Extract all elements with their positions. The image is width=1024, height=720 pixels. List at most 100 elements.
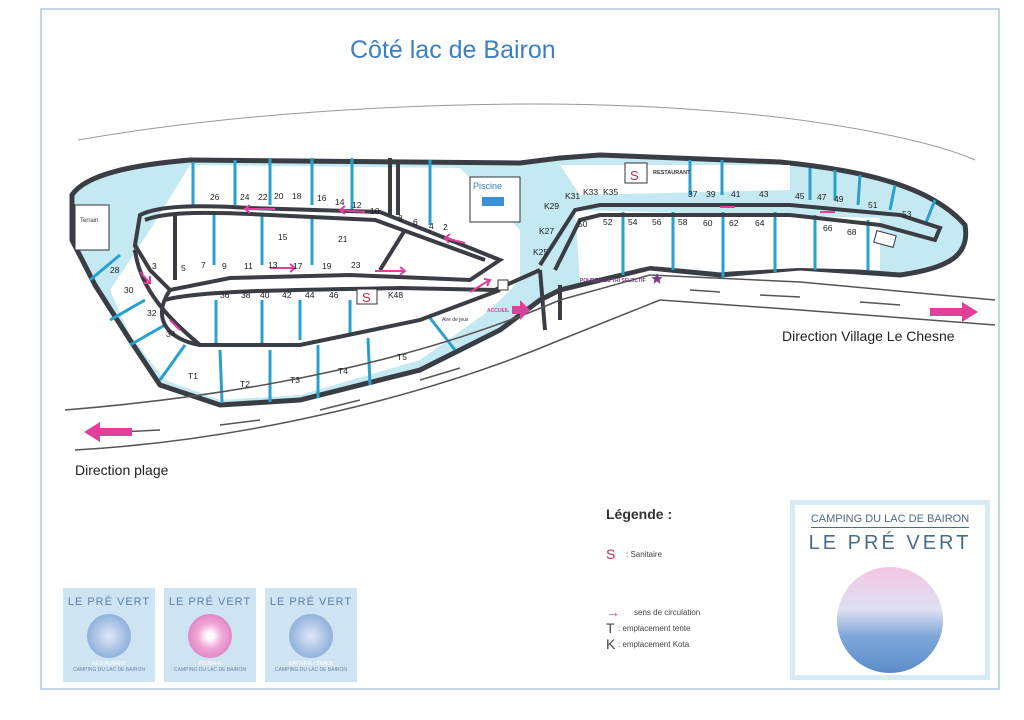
plot-label-18: 18 (292, 191, 302, 201)
badge-footer: CAMPING DU LAC DE BAIRON (275, 667, 347, 673)
pool-icon (482, 197, 504, 206)
poubelles-label: POUBELLES TRI SELECTIF (580, 278, 646, 284)
plot-label-32: 32 (147, 308, 157, 318)
terrain-label: Terrain (80, 218, 98, 224)
legend-key: T (606, 620, 615, 636)
plot-label-3: 3 (152, 261, 157, 271)
direction-plage-label: Direction plage (75, 462, 169, 478)
badge-footer: CAMPING DU LAC DE BAIRON (73, 667, 145, 673)
circulation-arrows (139, 204, 835, 331)
plot-label-39: 39 (706, 189, 716, 199)
plot-label-9: 9 (222, 261, 227, 271)
plot-label-t2: T2 (240, 379, 250, 389)
plot-label-2: 2 (443, 222, 448, 232)
sanitaire-symbol: S (362, 290, 371, 305)
camping-logo: CAMPING DU LAC DE BAIRON LE PRÉ VERT (790, 500, 990, 680)
badge-pizzeria: LE PRÉ VERT PIZZERIA CAMPING DU LAC DE B… (164, 588, 256, 682)
landscape-icon (289, 614, 333, 658)
plot-label-t1: T1 (188, 371, 198, 381)
plot-label-22: 22 (258, 192, 268, 202)
plot-label-49: 49 (834, 194, 844, 204)
plot-label-20: 20 (274, 191, 284, 201)
plot-label-7: 7 (201, 260, 206, 270)
badge-subtitle: RESTAURANT (92, 661, 126, 667)
map-title: Côté lac de Bairon (350, 36, 556, 64)
plot-label-4: 4 (429, 221, 434, 231)
plot-label-k25: K25 (533, 247, 548, 257)
plot-label-34: 34 (166, 329, 176, 339)
legend-key: K (606, 636, 616, 652)
plot-dividers (89, 158, 937, 403)
plot-label-68: 68 (847, 227, 857, 237)
plot-label-51: 51 (868, 200, 878, 210)
piscine-label: Piscine (473, 181, 502, 191)
plot-label-k48: K48 (388, 290, 403, 300)
legend-item-sanitaire: S : Sanitaire (606, 546, 786, 562)
plot-label-40: 40 (260, 290, 270, 300)
direction-village-label: Direction Village Le Chesne (782, 328, 955, 344)
plot-label-62: 62 (729, 218, 739, 228)
badge-title: LE PRÉ VERT (67, 596, 151, 608)
accueil-label: ACCUEIL (487, 308, 509, 314)
plot-label-16: 16 (317, 193, 327, 203)
legend-item-tente: T: emplacement tente (606, 620, 786, 636)
plot-label-k29: K29 (544, 201, 559, 211)
legend-label: sens de circulation (634, 607, 701, 617)
plot-label-46: 46 (329, 290, 339, 300)
plot-label-17: 17 (293, 261, 303, 271)
badge-title: LE PRÉ VERT (269, 596, 353, 608)
plot-label-21: 21 (338, 234, 348, 244)
badge-subtitle: EPICERIE / SNACK (288, 661, 334, 667)
plot-label-19: 19 (322, 261, 332, 271)
plot-label-t4: T4 (338, 366, 348, 376)
plot-label-47: 47 (817, 192, 827, 202)
plot-label-42: 42 (282, 290, 292, 300)
plot-label-26: 26 (210, 192, 220, 202)
place-labels: Terrain Piscine S RESTAURANT S POUBELLES… (80, 168, 691, 323)
page-frame (40, 8, 1000, 690)
badge-title: LE PRÉ VERT (168, 596, 252, 608)
plot-label-14: 14 (335, 197, 345, 207)
landscape-icon (87, 614, 131, 658)
arrow-plage-icon (84, 422, 132, 442)
aire-de-jeux-label: Aire de jeux (442, 317, 469, 323)
plot-label-43: 43 (759, 189, 769, 199)
legend: Légende : S : Sanitaire →sens de circulat… (606, 506, 786, 652)
plot-label-23: 23 (351, 260, 361, 270)
legend-label: : Sanitaire (626, 549, 663, 559)
plot-area-east (575, 210, 880, 282)
pizza-icon (188, 614, 232, 658)
restaurant-box (624, 162, 648, 184)
building-box (497, 279, 509, 291)
direction-arrows (84, 300, 978, 442)
plot-label-53: 53 (902, 209, 912, 219)
plot-label-64: 64 (755, 218, 765, 228)
plot-label-5: 5 (181, 263, 186, 273)
logo-line1: CAMPING DU LAC DE BAIRON (810, 513, 970, 528)
legend-item-circulation: →sens de circulation (606, 604, 786, 620)
badge-epicerie: LE PRÉ VERT EPICERIE / SNACK CAMPING DU … (265, 588, 357, 682)
legend-title: Légende : (606, 506, 673, 522)
plot-label-44: 44 (305, 290, 315, 300)
plot-label-k31: K31 (565, 191, 580, 201)
plot-label-k35: K35 (603, 187, 618, 197)
plot-label-36: 36 (220, 290, 230, 300)
logo-line2: LE PRÉ VERT (808, 532, 972, 554)
sanitaire-box (356, 288, 378, 305)
plot-label-k27: K27 (539, 226, 554, 236)
plot-label-52: 52 (603, 217, 613, 227)
sanitaire-icon: S (606, 546, 616, 562)
terrain-box (74, 204, 110, 251)
plot-label-24: 24 (240, 192, 250, 202)
plot-label-10: 10 (370, 206, 380, 216)
building-box-east (873, 230, 897, 248)
plot-label-41: 41 (731, 189, 741, 199)
arrow-village-icon (930, 302, 978, 322)
plot-label-k33: K33 (583, 187, 598, 197)
lake-shore-line (77, 103, 976, 161)
plot-label-54: 54 (628, 217, 638, 227)
plot-label-56: 56 (652, 217, 662, 227)
main-road (64, 274, 996, 451)
